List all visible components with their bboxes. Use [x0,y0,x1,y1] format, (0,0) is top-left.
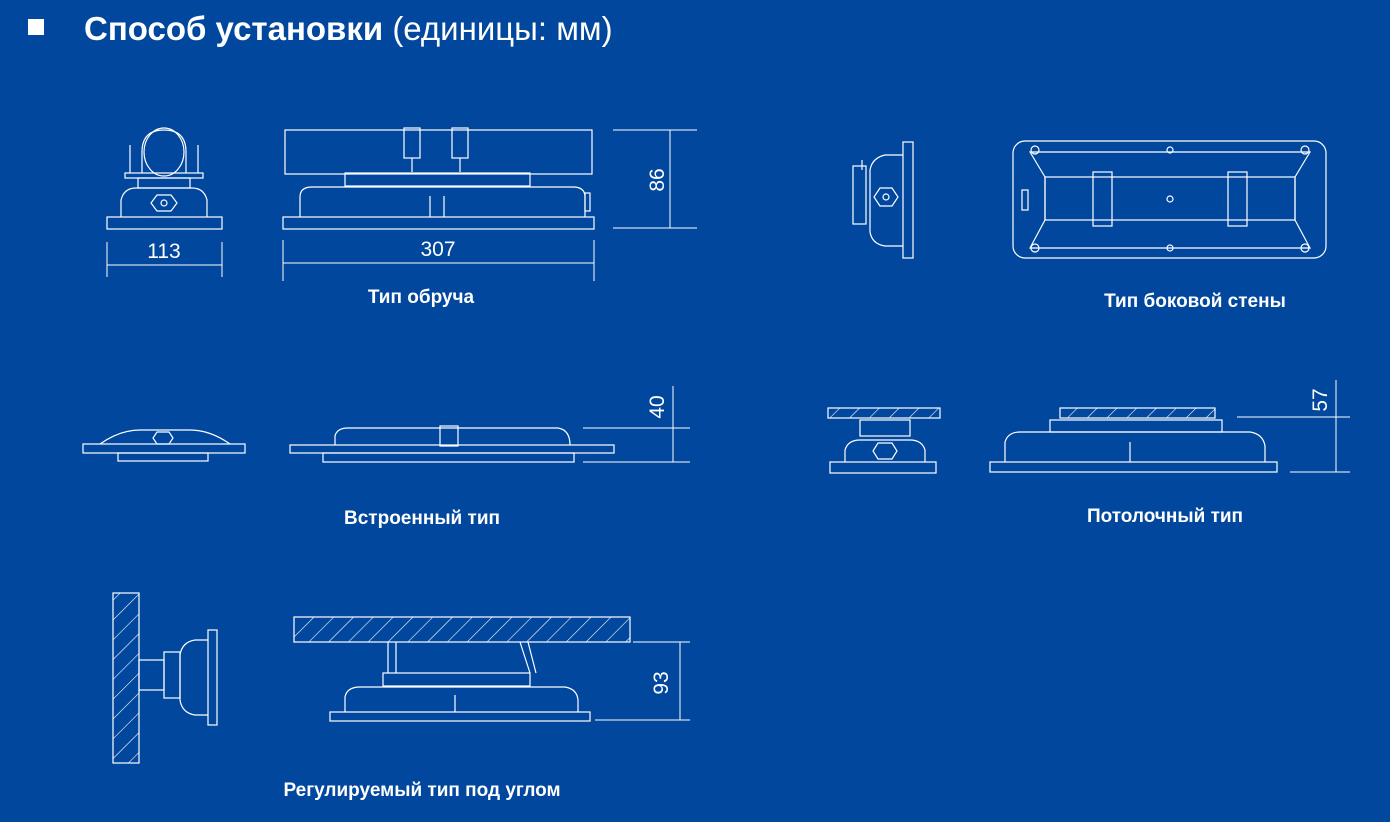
dimension-label-40: 40 [646,395,669,418]
ceiling-front-view [827,407,941,474]
caption-ceiling-type: Потолочный тип [1087,506,1243,527]
dimension-label-57: 57 [1309,388,1332,411]
caption-adjustable-type: Регулируемый тип под углом [283,780,560,801]
hoop-front-view [106,127,223,230]
hoop-side-view [282,127,595,230]
caption-side-wall-type: Тип боковой стены [1104,291,1286,312]
built-in-side-view [289,425,615,463]
dimension-93: 93 [595,641,690,721]
dimension-label-113: 113 [147,240,180,263]
units-text: (единицы: мм) [392,10,613,47]
side-wall-side-view [852,141,914,259]
dimension-label-307: 307 [420,238,455,261]
dimension-40: 40 [583,386,690,463]
adjustable-side-view [293,616,631,722]
title-text: Способ установки [84,10,384,47]
page-title: Способ установки (единицы: мм) [28,10,613,48]
caption-built-in-type: Встроенный тип [344,508,500,529]
side-wall-top-view [1012,140,1327,259]
ceiling-side-view [989,407,1278,473]
adjustable-wall-view [112,592,218,764]
dimension-label-86: 86 [646,168,669,191]
bullet-square-icon [28,19,44,36]
dimension-label-93: 93 [650,671,673,694]
dimension-57: 57 [1237,380,1350,473]
built-in-front-view [82,429,246,462]
dimension-86: 86 [613,129,697,229]
dimension-307: 307 [282,238,595,281]
caption-hoop-type: Тип обруча [368,287,475,308]
dimension-113: 113 [106,240,223,277]
